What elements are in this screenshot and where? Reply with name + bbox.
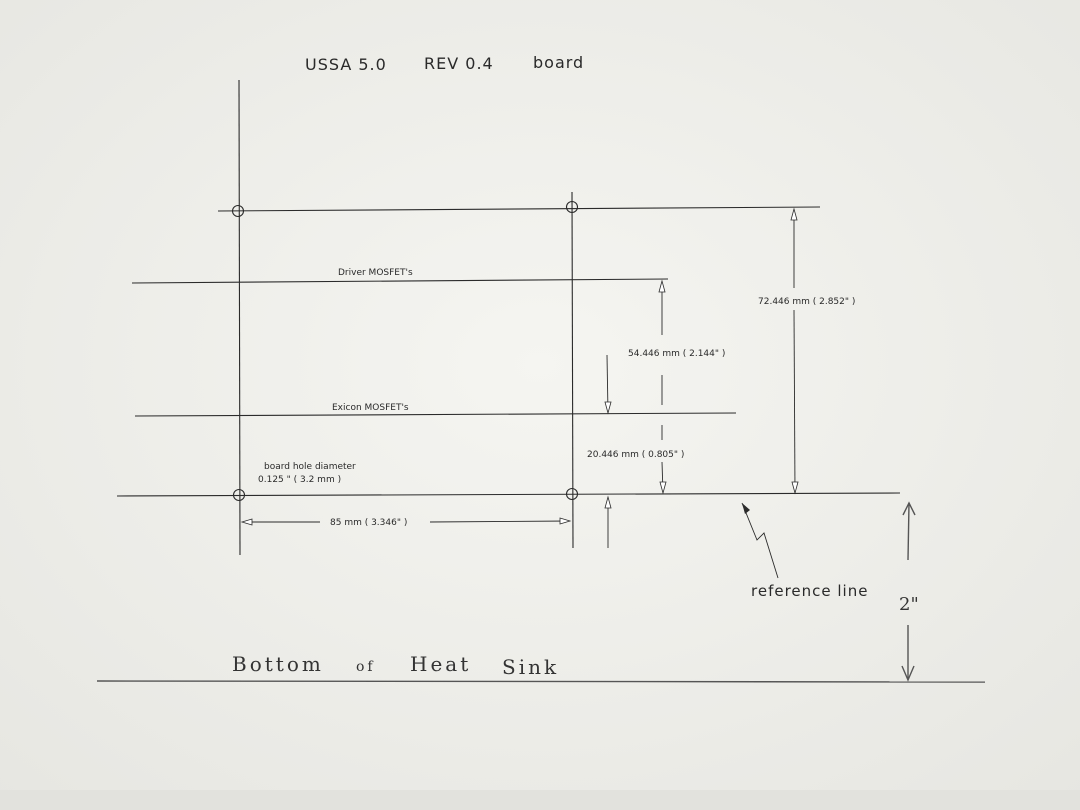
reference-leader-arrowhead	[742, 503, 750, 514]
left-vertical-line	[238, 79, 241, 556]
handwriting-sink: Sink	[502, 655, 559, 679]
driver-height-label: 54.446 mm ( 2.144" )	[628, 349, 725, 359]
handwriting-of: of	[356, 659, 376, 675]
exicon-mosfet-label: Exicon MOSFET's	[332, 403, 409, 413]
exicon-mosfet-line	[134, 412, 737, 417]
total-height-dimension: 72.446 mm ( 2.852" )	[758, 207, 855, 495]
title-board: USSA 5.0	[305, 55, 387, 74]
hole-spacing-dimension: 85 mm ( 3.346" )	[240, 517, 572, 528]
mounting-hole-top-left	[231, 204, 245, 218]
mounting-hole-bottom-left	[232, 488, 246, 502]
heatsink-offset-label: 2"	[899, 594, 919, 615]
exicon-height-label: 20.446 mm ( 0.805" )	[587, 450, 684, 460]
drawing-title: USSA 5.0 REV 0.4 board	[305, 53, 584, 74]
reference-line-leader	[741, 502, 779, 579]
hole-spacing-label: 85 mm ( 3.346" )	[330, 518, 407, 528]
driver-mosfet-label: Driver MOSFET's	[338, 268, 413, 278]
mounting-hole-bottom-right	[565, 487, 579, 501]
top-hole-line	[217, 206, 821, 212]
reference-line-label: reference line	[751, 582, 868, 600]
title-suffix: board	[533, 53, 584, 72]
hole-size-label: 0.125 " ( 3.2 mm )	[258, 475, 341, 485]
heatsink-bottom-line	[96, 680, 986, 683]
heatsink-offset-dimension: 2"	[899, 501, 919, 682]
handwriting-bottom: Bottom	[232, 652, 324, 676]
handwriting-heat: Heat	[410, 652, 471, 676]
driver-height-dimension: 54.446 mm ( 2.144" )	[628, 279, 725, 495]
reference-line	[116, 492, 901, 497]
paper-bottom-edge	[0, 790, 1080, 810]
total-height-label: 72.446 mm ( 2.852" )	[758, 297, 855, 307]
exicon-height-dimension: 20.446 mm ( 0.805" )	[587, 354, 684, 548]
mounting-hole-top-right	[565, 200, 579, 214]
heatsink-bottom-handwriting: Bottom of Heat Sink	[232, 652, 559, 679]
board-hole-diameter-label: board hole diameter	[264, 462, 356, 472]
driver-mosfet-line	[131, 278, 669, 284]
title-rev: REV 0.4	[424, 54, 494, 73]
